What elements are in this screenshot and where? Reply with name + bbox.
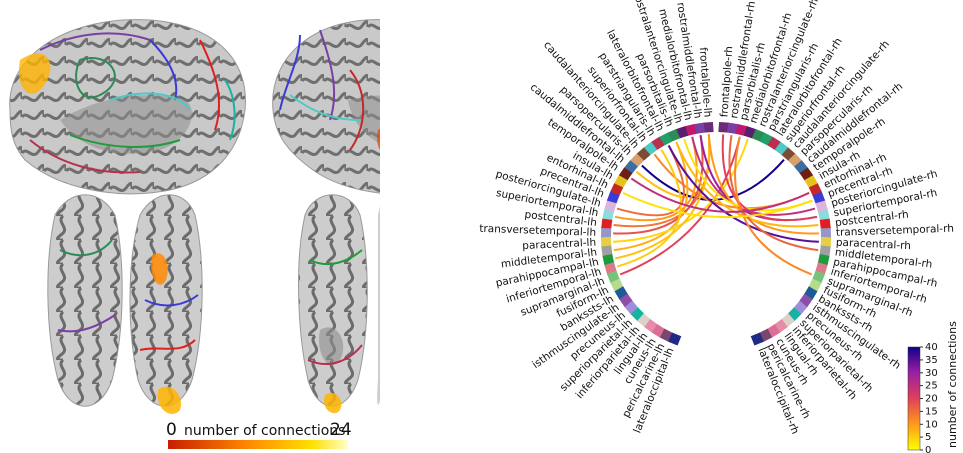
connection-link xyxy=(615,134,711,260)
chord-colorbar-tick-label: 35 xyxy=(925,355,938,366)
chord-nodes xyxy=(600,121,832,346)
region-node xyxy=(819,245,831,257)
region-node xyxy=(693,122,706,134)
region-label: transversetemporal-lh xyxy=(479,223,596,239)
connection-link xyxy=(728,135,819,252)
chord-colorbar-tick-label: 10 xyxy=(925,419,938,430)
right-lateral-brain xyxy=(272,19,380,194)
chord-colorbar-tick-label: 30 xyxy=(925,368,938,379)
region-node xyxy=(684,123,697,137)
connection-link xyxy=(616,145,685,217)
brain-colorbar-labels: 0 number of connections 24 xyxy=(162,420,362,446)
region-label: frontalpole-rh xyxy=(718,46,735,118)
connection-link xyxy=(707,134,819,235)
region-node xyxy=(602,253,615,266)
region-node xyxy=(718,121,730,133)
right-ventral-brain xyxy=(298,194,380,414)
connection-link xyxy=(613,138,749,243)
chord-colorbar-tick-label: 15 xyxy=(925,406,938,417)
region-node xyxy=(601,245,613,257)
region-node xyxy=(600,228,612,239)
connection-link xyxy=(721,134,818,222)
region-node xyxy=(601,218,613,230)
connection-link xyxy=(675,141,819,228)
chord-labels: frontalpole-lhrostralmiddlefrontal-lhmed… xyxy=(479,0,954,436)
connection-link xyxy=(617,149,682,268)
region-label: frontalpole-lh xyxy=(697,47,714,118)
brain-surface-views xyxy=(9,19,380,449)
region-label: transversetemporal-rh xyxy=(836,223,954,239)
chord-colorbar-tick-label: 40 xyxy=(925,342,938,353)
connection-link xyxy=(613,135,704,235)
chord-colorbar-gradient xyxy=(907,346,921,451)
brain-colorbar xyxy=(168,440,348,449)
region-node xyxy=(735,123,748,137)
left-dorsal-brain xyxy=(47,194,203,414)
region-node xyxy=(819,218,831,230)
left-lateral-brain xyxy=(9,19,246,195)
connection-link xyxy=(630,177,810,213)
connection-link xyxy=(734,136,813,276)
connection-link xyxy=(619,136,741,276)
connection-link xyxy=(667,145,819,243)
brain-colorbar-title: number of connections xyxy=(184,423,346,439)
chord-colorbar-tick-label: 5 xyxy=(925,432,931,443)
region-node xyxy=(668,332,682,346)
region-node xyxy=(600,236,612,248)
chord-links xyxy=(613,134,819,276)
region-node xyxy=(815,200,828,213)
region-node xyxy=(750,332,764,346)
region-node xyxy=(817,253,830,266)
chord-colorbar-tick-label: 0 xyxy=(925,445,931,453)
brain-colorbar-max: 24 xyxy=(330,420,352,440)
region-node xyxy=(602,209,614,222)
region-label: paracentral-rh xyxy=(836,237,912,253)
region-node xyxy=(702,121,714,133)
region-label: paracentral-lh xyxy=(522,237,596,252)
brain-colorbar-min: 0 xyxy=(166,420,177,440)
chord-colorbar-title: number of connections xyxy=(946,321,959,448)
region-node xyxy=(820,228,832,239)
region-node xyxy=(726,122,739,134)
region-node xyxy=(818,209,830,222)
region-node xyxy=(820,236,832,248)
chord-colorbar-tick-label: 20 xyxy=(925,394,938,405)
region-node xyxy=(604,200,617,213)
connection-link xyxy=(622,191,813,219)
chord-colorbar-tick-label: 25 xyxy=(925,381,938,392)
